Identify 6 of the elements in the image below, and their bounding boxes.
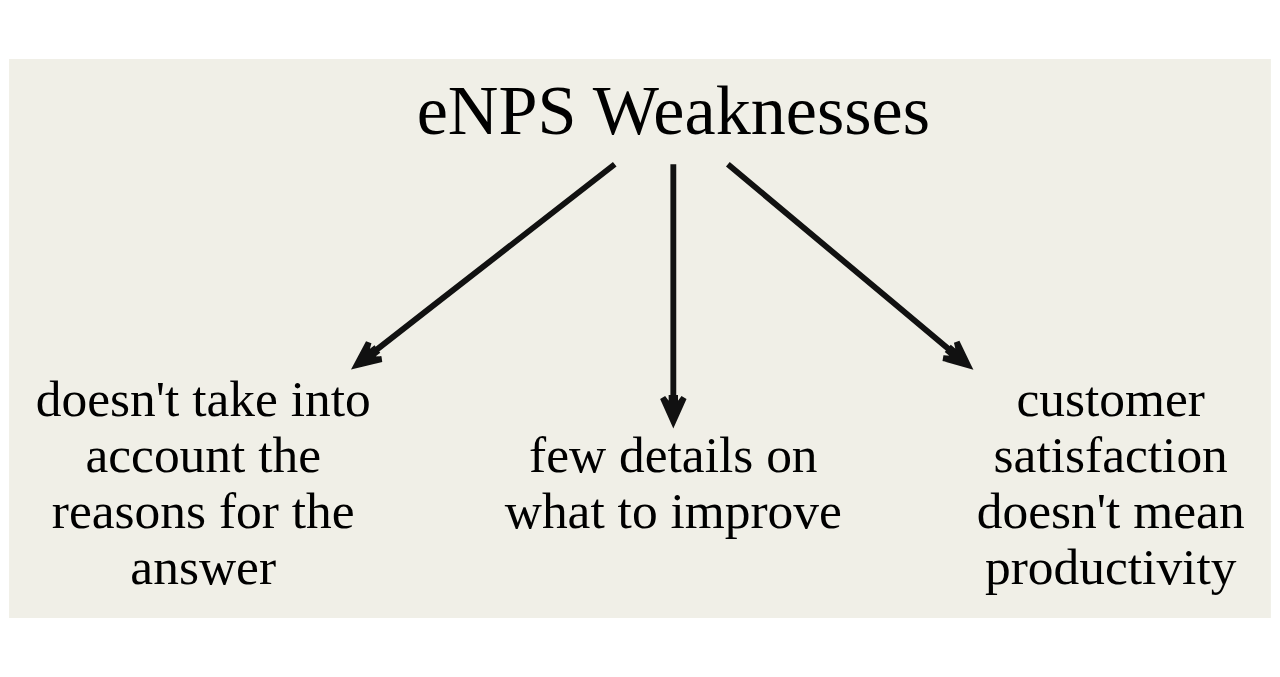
arrow <box>353 161 617 369</box>
node-text: eNPS Weaknesses <box>416 70 930 149</box>
arrow <box>725 162 971 369</box>
node-text: doesn't take into account the reasons for the answer <box>35 369 371 596</box>
node-text: customer satisfaction doesn't mean productivity <box>976 369 1245 596</box>
node-text: few details on what to improve <box>504 426 842 540</box>
